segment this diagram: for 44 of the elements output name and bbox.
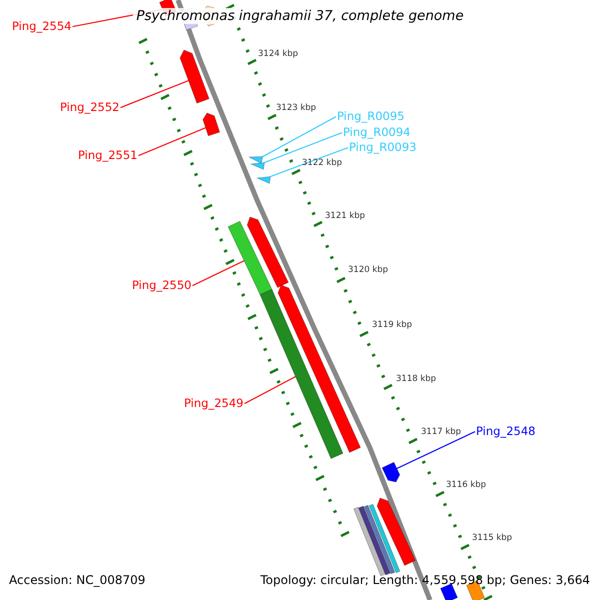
scale-label: 3119 kbp xyxy=(372,321,412,331)
scale-label: 3121 kbp xyxy=(325,212,366,222)
gene-label: Ping_2550 xyxy=(132,279,192,292)
gene-feature xyxy=(353,506,386,576)
gene-feature xyxy=(278,284,361,453)
gene-feature xyxy=(228,220,272,296)
gene-label: Ping_2552 xyxy=(60,101,120,114)
gene-feature xyxy=(256,176,271,184)
scale-label: 3124 kbp xyxy=(258,50,298,60)
scale-label: 3120 kbp xyxy=(348,266,388,276)
gene-label: Ping_R0093 xyxy=(349,141,416,154)
gene-feature xyxy=(248,156,264,164)
leader-line xyxy=(120,80,189,108)
leader-line xyxy=(264,132,342,164)
leader-line xyxy=(396,431,476,469)
footer-text: Topology: circular; Length: 4,559,598 bp; Genes: 3,664 xyxy=(260,574,590,588)
gene-label: Ping_2551 xyxy=(78,149,138,162)
gene-label: Ping_R0094 xyxy=(343,126,410,140)
gene-feature xyxy=(180,50,210,104)
gene-label: Ping_R0095 xyxy=(337,110,404,124)
gene-feature xyxy=(376,498,416,566)
gene-feature xyxy=(250,162,265,170)
leader-line xyxy=(270,147,348,178)
gene-feature xyxy=(358,506,391,576)
scale-label: 3118 kbp xyxy=(396,375,436,385)
leader-line xyxy=(244,376,296,404)
scale-label: 3117 kbp xyxy=(421,428,462,438)
gene-label: Ping_2548 xyxy=(476,425,536,438)
gene-label: Ping_2554 xyxy=(12,20,72,34)
scale-label: 3123 kbp xyxy=(276,104,316,114)
scale-label: 3115 kbp xyxy=(472,534,512,544)
gene-feature xyxy=(368,504,400,573)
leader-line xyxy=(262,116,336,158)
leader-line xyxy=(138,127,206,156)
gene-label: Ping_2549 xyxy=(184,397,244,410)
footer-text: Accession: NC_008709 xyxy=(9,574,146,588)
gene-feature xyxy=(382,462,400,482)
gene-feature xyxy=(364,504,396,574)
scale-label: 3122 kbp xyxy=(302,159,342,169)
gene-feature xyxy=(202,112,220,136)
leader-line xyxy=(192,260,244,286)
scale-label: 3116 kbp xyxy=(446,481,486,491)
gene-feature xyxy=(260,289,344,459)
gene-feature xyxy=(246,216,289,288)
